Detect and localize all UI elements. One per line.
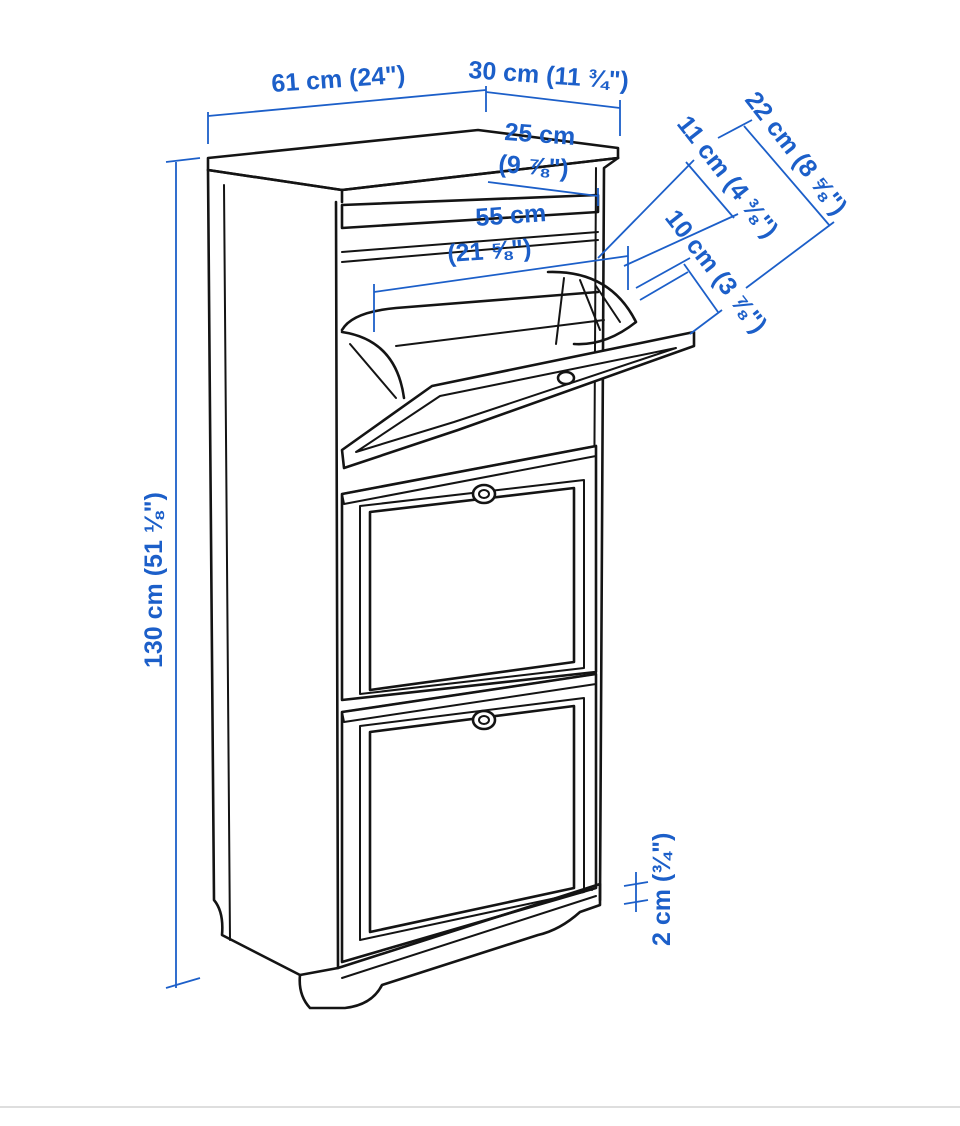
middle-drawer <box>340 444 598 702</box>
width-label: 61 cm (24") <box>270 61 406 98</box>
shoe-cabinet <box>206 128 696 1010</box>
cabinet-plinth <box>298 882 602 1010</box>
inner-width-in-label: (21 ⅝") <box>446 234 532 268</box>
door-knob <box>471 483 497 505</box>
door-knob <box>556 370 576 386</box>
open-compartment <box>340 270 696 470</box>
depth-label: 30 cm (11 ¾") <box>468 56 630 95</box>
inner-depth-in-label: (9 ⅞") <box>498 150 570 183</box>
floor-clearance-label: 2 cm (¾") <box>648 833 676 946</box>
cabinet-side-panel <box>206 168 340 977</box>
height-label: 130 cm (51 ⅛") <box>140 492 168 668</box>
dimension-lines <box>165 86 835 989</box>
inner-width-cm-label: 55 cm <box>474 199 547 232</box>
inner-depth-cm-label: 25 cm <box>504 118 577 151</box>
door-knob <box>471 709 497 731</box>
bottom-drawer <box>340 672 598 964</box>
